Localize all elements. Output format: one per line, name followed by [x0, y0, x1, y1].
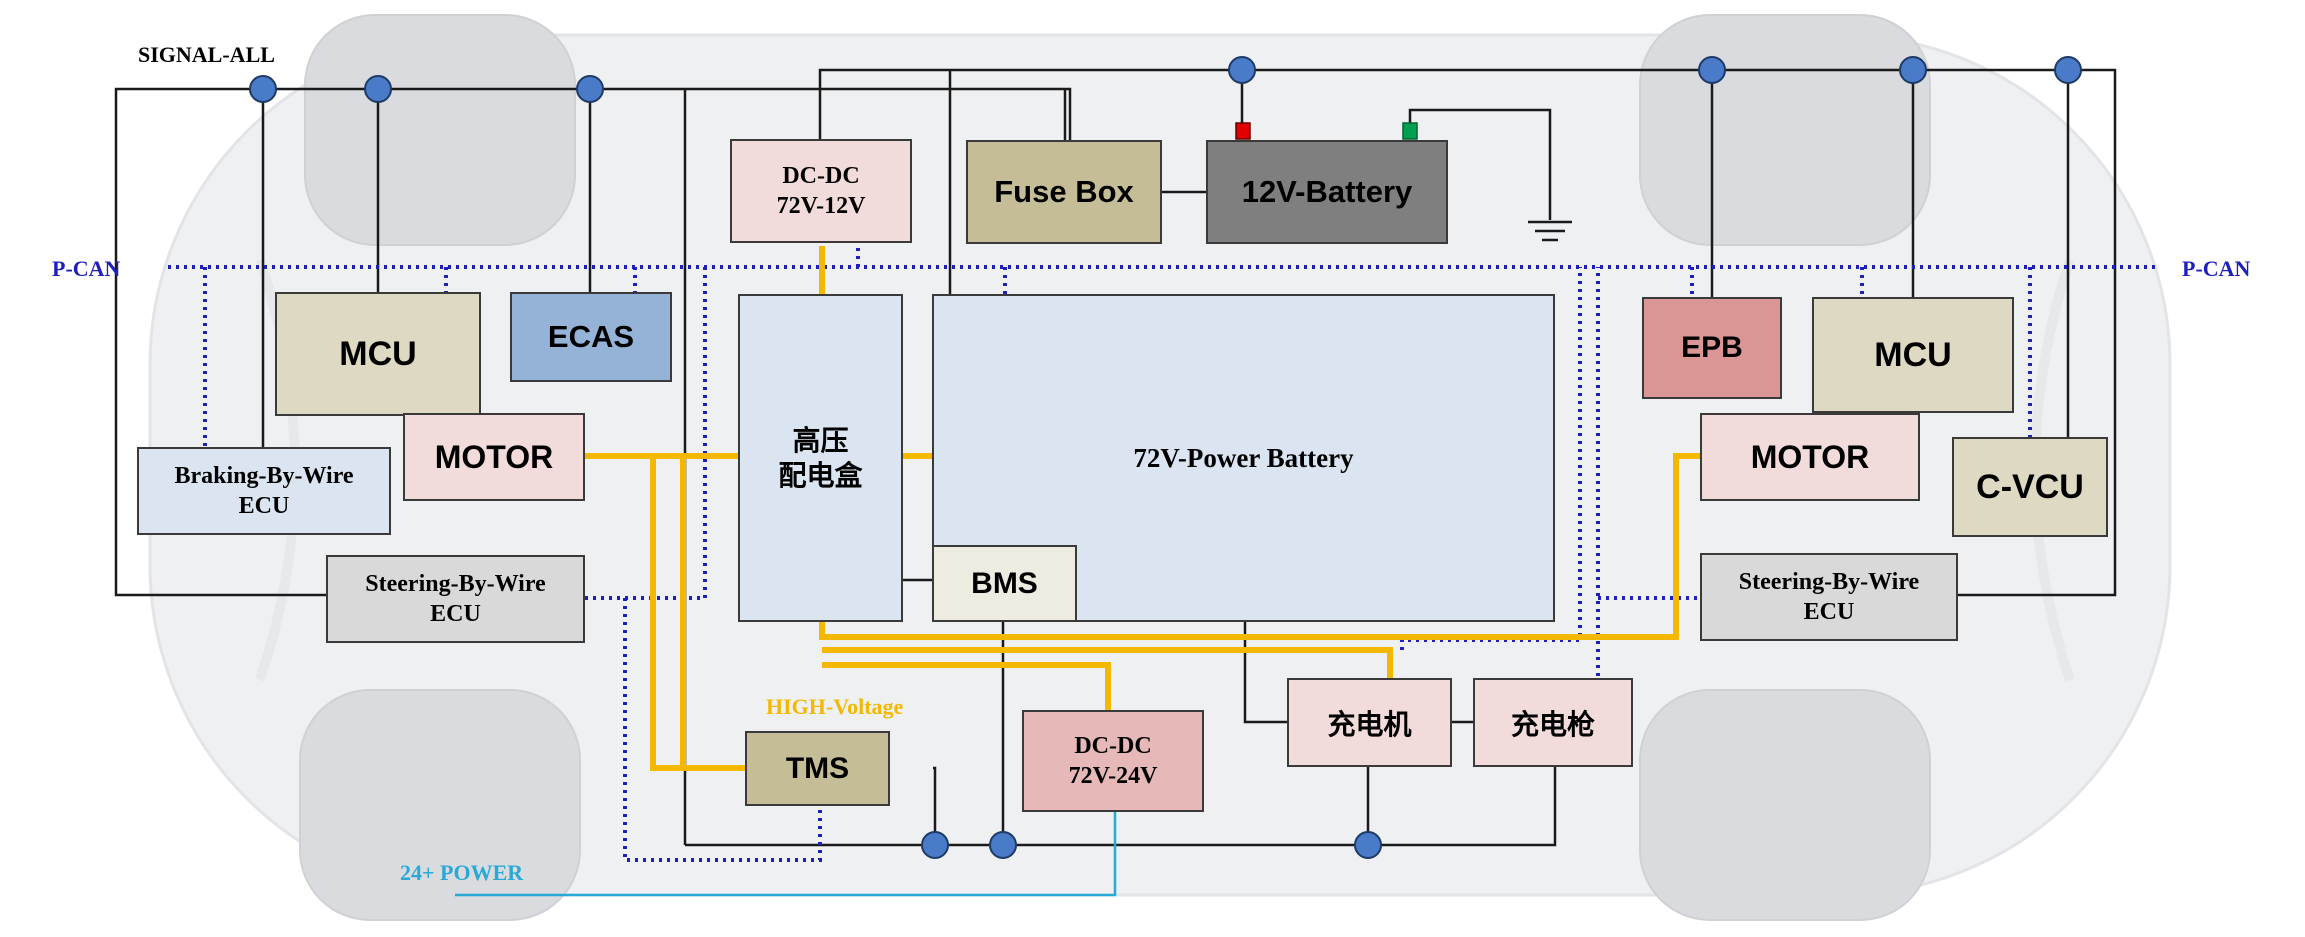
node — [921, 831, 949, 859]
dcdc-24-line1: DC-DC — [1074, 733, 1152, 759]
power-battery-72v-box: 72V-Power Battery — [932, 294, 1555, 622]
battery-12v-label: 12V-Battery — [1241, 174, 1413, 209]
steering-left-line2: ECU — [430, 601, 481, 627]
battery-terminal-negative — [1402, 122, 1418, 140]
charge-gun-box: 充电枪 — [1473, 678, 1633, 767]
node — [1228, 56, 1256, 84]
power-battery-label: 72V-Power Battery — [1133, 442, 1354, 473]
node — [249, 75, 277, 103]
node — [1698, 56, 1726, 84]
ecas-box: ECAS — [510, 292, 672, 382]
fuse-box: Fuse Box — [966, 140, 1162, 244]
mcu-right-label: MCU — [1874, 335, 1952, 374]
node — [364, 75, 392, 103]
mcu-left-label: MCU — [339, 334, 417, 373]
motor-left-label: MOTOR — [434, 438, 554, 475]
high-voltage-bus — [585, 246, 1700, 771]
ecas-label: ECAS — [547, 319, 635, 354]
charger-label: 充电机 — [1327, 707, 1412, 741]
dcdc-12-line2: 72V-12V — [776, 193, 866, 219]
pcan-label-left: P-CAN — [52, 256, 121, 281]
fuse-box-label: Fuse Box — [994, 174, 1134, 209]
battery-ground-wire — [1408, 108, 1552, 220]
braking-by-wire-ecu-box: Braking-By-Wire ECU — [137, 447, 391, 535]
connection-nodes — [249, 56, 2082, 859]
motor-right-box: MOTOR — [1700, 413, 1920, 501]
node — [1354, 831, 1382, 859]
node — [1899, 56, 1927, 84]
epb-box: EPB — [1642, 297, 1782, 399]
pcan-label-right: P-CAN — [2182, 256, 2251, 281]
motor-left-box: MOTOR — [403, 413, 585, 501]
hv-distribution-box: 高压 配电盒 — [738, 294, 903, 622]
motor-right-label: MOTOR — [1750, 438, 1870, 475]
node — [989, 831, 1017, 859]
cvcu-label: C-VCU — [1976, 467, 2084, 506]
hv-box-line1: 高压 — [792, 424, 849, 457]
powerbatt-to-charger — [1243, 622, 1287, 724]
steering-left-line1: Steering-By-Wire — [365, 571, 546, 597]
tms-box: TMS — [745, 731, 890, 806]
high-voltage-label: HIGH-Voltage — [766, 694, 904, 719]
steering-by-wire-ecu-left-box: Steering-By-Wire ECU — [326, 555, 585, 643]
steering-right-line1: Steering-By-Wire — [1738, 569, 1920, 595]
mcu-right-box: MCU — [1812, 297, 2014, 413]
node — [576, 75, 604, 103]
signal-left-loop — [114, 87, 1072, 597]
bottom-ground-bus — [685, 767, 1557, 847]
epb-label: EPB — [1681, 331, 1743, 364]
bms-label: BMS — [971, 566, 1038, 600]
mcu-left-box: MCU — [275, 292, 481, 416]
battery-12v-box: 12V-Battery — [1206, 140, 1448, 244]
braking-ecu-line2: ECU — [238, 493, 290, 519]
charge-gun-label: 充电枪 — [1510, 707, 1595, 741]
signal-top-right — [818, 68, 2117, 597]
power-24v-line — [455, 812, 1117, 897]
hv-box-line2: 配电盒 — [778, 459, 863, 492]
node — [2054, 56, 2082, 84]
steering-right-line2: ECU — [1803, 599, 1855, 625]
tms-label: TMS — [785, 751, 850, 785]
dcdc-12-line1: DC-DC — [782, 163, 860, 189]
dcdc-72v-24v-box: DC-DC 72V-24V — [1022, 710, 1204, 812]
dcdc-72v-12v-box: DC-DC 72V-12V — [730, 139, 912, 243]
tms-ground — [933, 766, 937, 845]
dcdc-24-line2: 72V-24V — [1068, 763, 1158, 789]
braking-ecu-line1: Braking-By-Wire — [174, 463, 354, 489]
charger-box: 充电机 — [1287, 678, 1452, 767]
battery-terminal-positive — [1235, 122, 1251, 140]
steering-by-wire-ecu-right-box: Steering-By-Wire ECU — [1700, 553, 1958, 641]
power-24-label: 24+ POWER — [400, 860, 524, 885]
signal-all-label: SIGNAL-ALL — [138, 42, 275, 67]
bms-box: BMS — [932, 545, 1077, 622]
cvcu-box: C-VCU — [1952, 437, 2108, 537]
